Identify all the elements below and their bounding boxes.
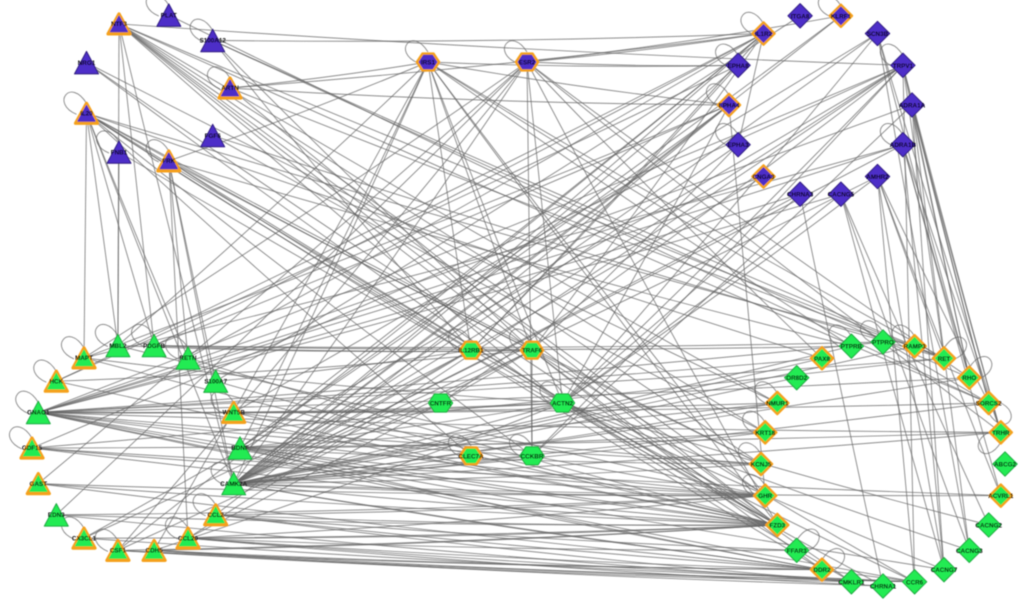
svg-text:ADRA1A: ADRA1A [899, 103, 926, 110]
svg-text:TRPV1: TRPV1 [893, 63, 914, 70]
svg-text:DDR2: DDR2 [813, 567, 831, 574]
svg-text:PAX8: PAX8 [814, 356, 830, 363]
svg-text:GNAO1: GNAO1 [27, 410, 50, 417]
svg-text:CACNG7: CACNG7 [931, 567, 958, 574]
svg-text:EPHA3: EPHA3 [728, 142, 749, 149]
svg-text:IRS1: IRS1 [421, 60, 435, 67]
svg-text:GDF15: GDF15 [22, 445, 43, 452]
svg-text:ABCG2: ABCG2 [994, 462, 1017, 469]
svg-text:NRG1: NRG1 [78, 60, 96, 67]
svg-text:CCL2: CCL2 [207, 512, 224, 519]
svg-text:RETN: RETN [179, 355, 197, 362]
svg-text:CMKLR1: CMKLR1 [838, 579, 865, 586]
svg-text:CDH5: CDH5 [146, 548, 164, 555]
svg-text:CACNG5: CACNG5 [828, 192, 855, 199]
svg-text:TRHR: TRHR [992, 430, 1010, 437]
svg-text:ADRA1B: ADRA1B [890, 142, 917, 149]
svg-text:BDNF: BDNF [231, 445, 249, 452]
svg-text:CLEC7A: CLEC7A [458, 453, 484, 460]
svg-text:CCL20: CCL20 [178, 535, 198, 542]
svg-text:KRT18: KRT18 [755, 430, 775, 437]
svg-text:CNGA3: CNGA3 [752, 174, 775, 181]
svg-text:KLRF1: KLRF1 [831, 13, 852, 20]
svg-text:CACNG3: CACNG3 [956, 548, 983, 555]
svg-text:IL1R2: IL1R2 [755, 31, 773, 38]
svg-text:NTF3: NTF3 [111, 21, 127, 28]
svg-text:WNT5B: WNT5B [223, 410, 246, 417]
svg-text:GAST: GAST [30, 481, 48, 488]
svg-text:IL12RB1: IL12RB1 [458, 348, 484, 355]
svg-text:EPHA8: EPHA8 [728, 63, 749, 70]
svg-text:ACTN2: ACTN2 [552, 401, 573, 408]
svg-text:CACNG2: CACNG2 [975, 523, 1002, 530]
svg-text:GHR: GHR [758, 493, 772, 500]
svg-text:MBL2: MBL2 [109, 343, 127, 350]
svg-text:RET: RET [938, 356, 951, 363]
svg-text:ITGA8: ITGA8 [791, 13, 810, 20]
svg-text:PTPRB: PTPRB [841, 344, 863, 351]
svg-text:ACVRL1: ACVRL1 [988, 493, 1014, 500]
svg-text:AMHR2: AMHR2 [866, 174, 889, 181]
svg-text:CNTFR: CNTFR [430, 401, 452, 408]
svg-text:RHO: RHO [962, 375, 976, 382]
svg-text:HCK: HCK [49, 378, 63, 385]
svg-text:FFAR3: FFAR3 [787, 548, 807, 555]
svg-text:SORCS2: SORCS2 [976, 401, 1002, 408]
svg-text:FGF6: FGF6 [205, 133, 222, 140]
svg-text:FRK: FRK [162, 158, 175, 165]
svg-text:CSF1: CSF1 [110, 548, 127, 555]
svg-text:CAMK2A: CAMK2A [220, 481, 247, 488]
svg-text:CHRNA3: CHRNA3 [787, 192, 814, 199]
svg-text:MAPT: MAPT [75, 355, 93, 362]
svg-text:FNB1: FNB1 [111, 149, 128, 156]
svg-text:KCNJ5: KCNJ5 [751, 462, 772, 469]
svg-text:ARTN: ARTN [221, 85, 239, 92]
svg-text:ESR2: ESR2 [519, 60, 536, 67]
svg-text:S100A12: S100A12 [200, 38, 227, 45]
svg-text:CX3CL1: CX3CL1 [72, 535, 97, 542]
svg-text:RAMP3: RAMP3 [904, 344, 927, 351]
svg-text:OR8D2: OR8D2 [786, 375, 807, 382]
svg-text:TRAF6: TRAF6 [522, 348, 543, 355]
svg-text:EPHA4: EPHA4 [719, 103, 740, 110]
svg-text:CCR6: CCR6 [906, 579, 924, 586]
svg-text:S100A7: S100A7 [204, 378, 227, 385]
svg-text:PDGFB: PDGFB [143, 343, 165, 350]
svg-text:SCN3B: SCN3B [867, 31, 889, 38]
svg-text:PLAT: PLAT [161, 12, 177, 19]
svg-text:NMUR1: NMUR1 [766, 401, 789, 408]
svg-text:PTPRO: PTPRO [872, 340, 894, 347]
svg-text:EDN3: EDN3 [48, 512, 65, 519]
svg-text:FZD3: FZD3 [769, 523, 785, 530]
svg-text:CCKBR: CCKBR [521, 453, 544, 460]
svg-text:CHRNA1: CHRNA1 [870, 584, 897, 591]
svg-text:IL20: IL20 [80, 111, 93, 118]
